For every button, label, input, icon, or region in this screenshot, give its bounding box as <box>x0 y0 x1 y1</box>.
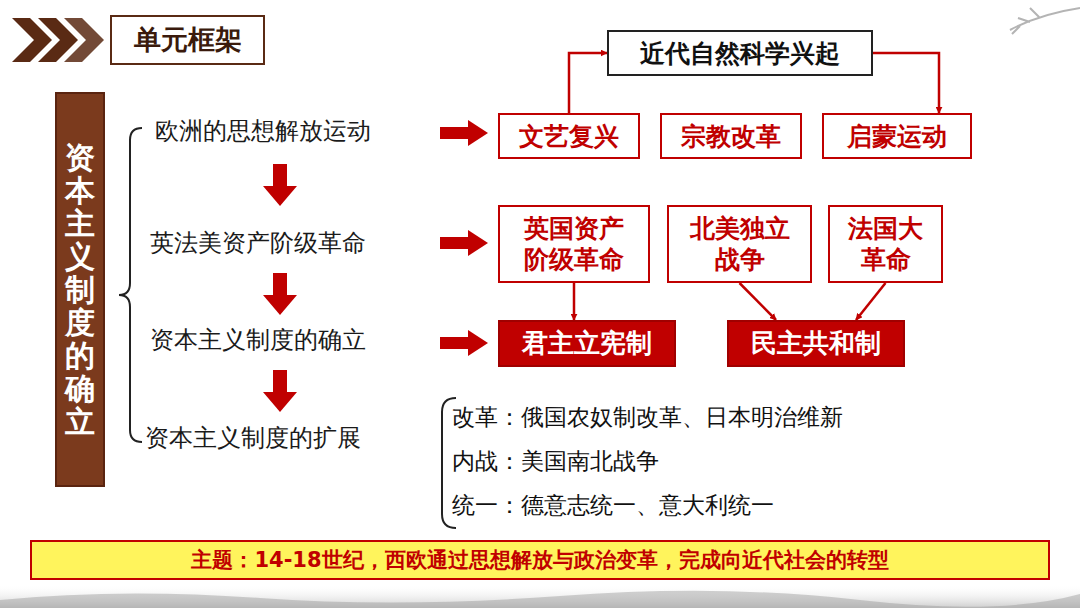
node-text: 法国大革命 <box>848 213 923 276</box>
node-text: 近代自然科学兴起 <box>640 37 840 70</box>
node-text: 北美独立战争 <box>690 213 790 276</box>
result-box: 民主共和制 <box>727 320 905 367</box>
list-item: 统一：德意志统一、意大利统一 <box>452 492 774 520</box>
topic-box: 法国大革命 <box>828 205 943 283</box>
node-text: 主题：14-18世纪，西欧通过思想解放与政治变革，完成向近代社会的转型 <box>191 546 888 574</box>
connector-arrow <box>569 53 607 113</box>
stage-label: 英法美资产阶级革命 <box>150 229 366 258</box>
ink-wash <box>0 591 1080 608</box>
ink-wash <box>0 584 1080 608</box>
curly-brace <box>119 128 142 442</box>
list-item: 内战：美国南北战争 <box>452 448 659 476</box>
list-item: 改革：俄国农奴制改革、日本明治维新 <box>452 404 843 432</box>
header-box: 单元框架 <box>110 15 265 65</box>
stage-label: 资本主义制度的扩展 <box>145 424 361 453</box>
node-text: 单元框架 <box>134 22 242 58</box>
title-column: 资本主义制度的确立 <box>55 92 105 487</box>
topic-box: 宗教改革 <box>660 113 802 159</box>
right-arrow <box>440 120 488 356</box>
node-text: 启蒙运动 <box>847 120 947 153</box>
topic-box: 启蒙运动 <box>822 113 972 159</box>
pine-branch <box>1010 8 1080 34</box>
connector-arrow <box>740 283 777 320</box>
down-arrow <box>263 164 297 412</box>
node-text: 文艺复兴 <box>519 120 619 153</box>
node-text: 资本主义制度的确立 <box>65 141 95 438</box>
connector-arrow <box>573 283 576 320</box>
node-text: 英国资产阶级革命 <box>524 213 624 276</box>
theme-band: 主题：14-18世纪，西欧通过思想解放与政治变革，完成向近代社会的转型 <box>30 540 1050 580</box>
process-box: 近代自然科学兴起 <box>607 30 873 76</box>
connector-arrow <box>856 283 886 320</box>
stage-label: 欧洲的思想解放运动 <box>155 117 371 146</box>
topic-box: 北美独立战争 <box>667 205 812 283</box>
topic-box: 英国资产阶级革命 <box>498 205 650 283</box>
stage-label: 资本主义制度的确立 <box>150 326 366 355</box>
chevron-icon <box>12 18 104 62</box>
topic-box: 文艺复兴 <box>498 113 640 159</box>
result-box: 君主立宪制 <box>498 320 676 367</box>
node-text: 民主共和制 <box>751 326 881 361</box>
node-text: 君主立宪制 <box>522 326 652 361</box>
connector-arrow <box>873 53 939 113</box>
node-text: 宗教改革 <box>681 120 781 153</box>
